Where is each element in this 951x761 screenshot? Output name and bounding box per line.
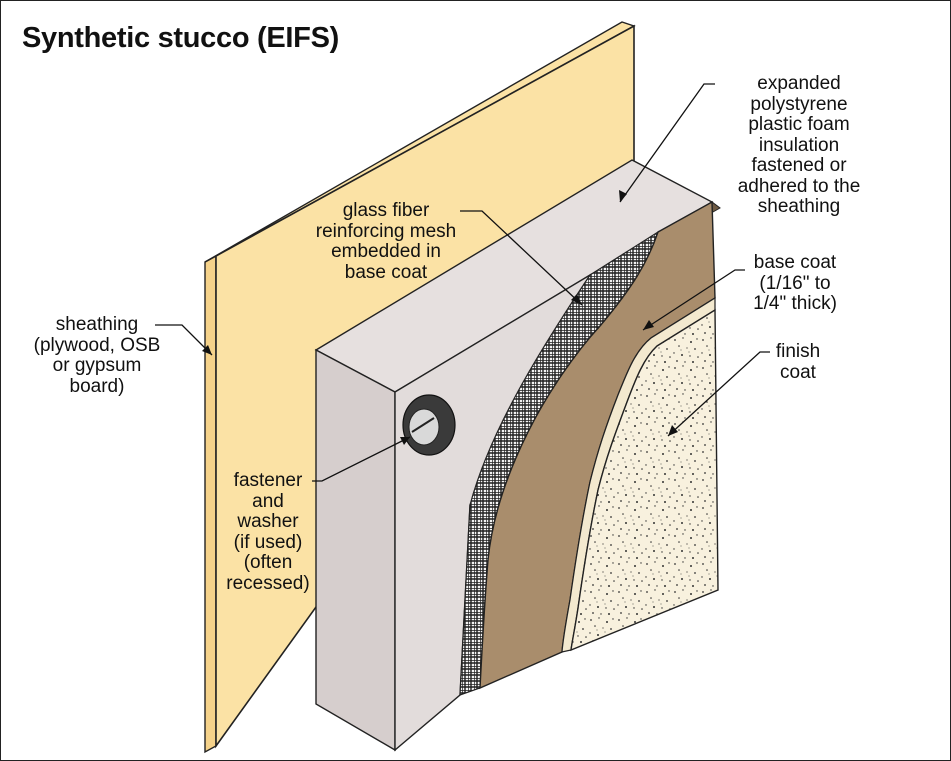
finish-coat-layer xyxy=(561,296,719,653)
fastener-washer xyxy=(402,394,456,456)
leader-lines xyxy=(155,83,770,482)
leader-arrowheads xyxy=(202,190,678,445)
diagram-title: Synthetic stucco (EIFS) xyxy=(22,22,339,54)
foam-insulation-block xyxy=(314,159,714,752)
